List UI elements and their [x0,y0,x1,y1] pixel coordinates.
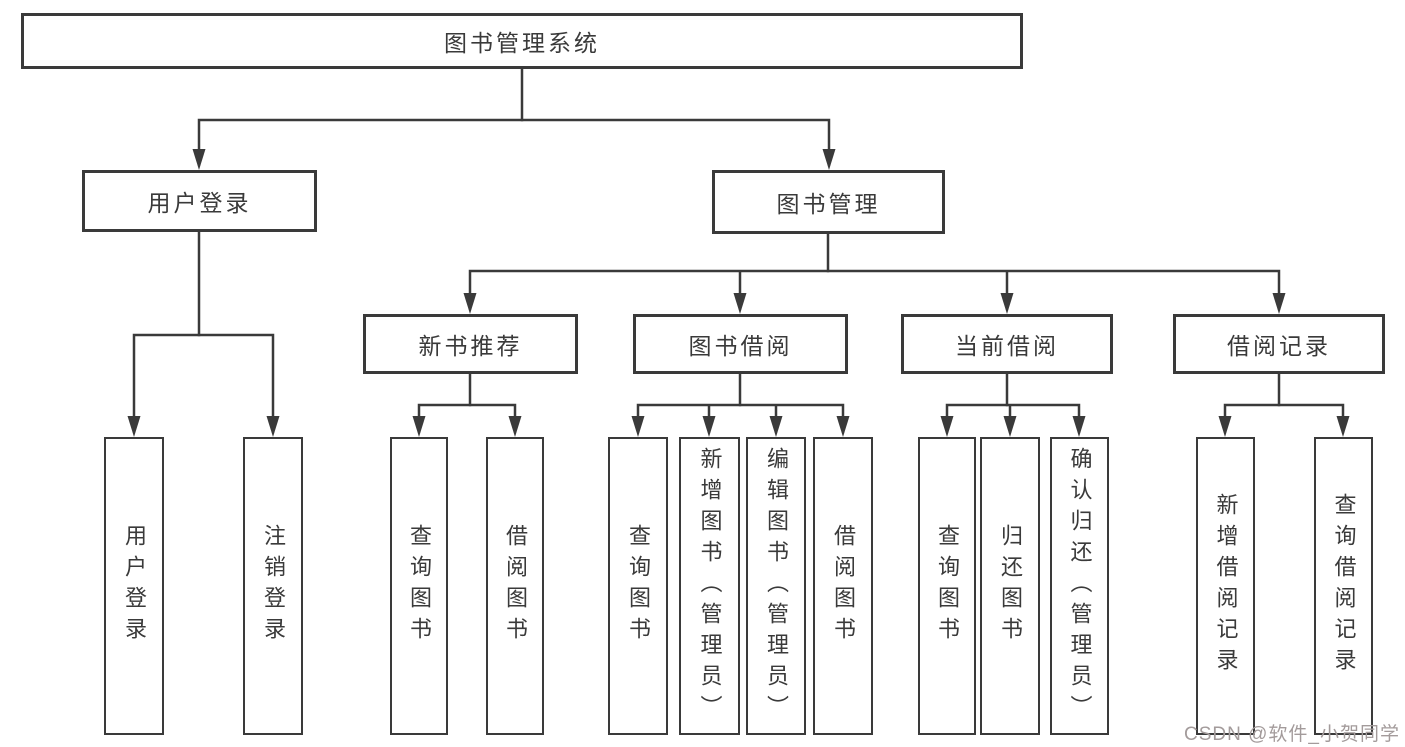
node-borrowing-records-label: 借阅记录 [1227,333,1331,359]
leaf-return-books-label: 归还图书 [998,524,1023,648]
csdn-watermark: CSDN @软件_小贺同学 [1184,724,1400,745]
connector-root-to-level2 [192,69,836,170]
leaf-query-books-recommend: 查询图书 [390,437,448,735]
node-new-book-recommend: 新书推荐 [363,314,578,374]
leaf-add-books-admin-label: 新增图书（管理员） [697,446,723,726]
connector-new-book-to-leaves [412,374,522,437]
leaf-query-books-borrowing: 查询图书 [608,437,668,735]
node-book-management: 图书管理 [712,170,945,234]
leaf-borrow-books-label: 借阅图书 [831,524,856,648]
leaf-confirm-return-admin: 确认归还（管理员） [1050,437,1109,735]
leaf-query-borrow-record-label: 查询借阅记录 [1331,493,1357,679]
node-book-borrowing-label: 图书借阅 [688,333,793,359]
node-current-borrowing: 当前借阅 [901,314,1113,374]
connector-user-login-to-leaves [127,232,280,437]
node-new-book-recommend-label: 新书推荐 [418,333,523,359]
leaf-user-login: 用户登录 [104,437,164,735]
node-root-label: 图书管理系统 [444,30,600,56]
leaf-user-login-label: 用户登录 [122,524,147,648]
node-borrowing-records: 借阅记录 [1173,314,1385,374]
node-current-borrowing-label: 当前借阅 [955,333,1059,359]
node-user-login: 用户登录 [82,170,317,232]
leaf-add-borrow-record: 新增借阅记录 [1196,437,1255,735]
leaf-borrow-books-recommend: 借阅图书 [486,437,544,735]
node-root: 图书管理系统 [21,13,1023,69]
leaf-logout: 注销登录 [243,437,303,735]
leaf-query-books-borrowing-label: 查询图书 [626,524,651,648]
leaf-query-borrow-record: 查询借阅记录 [1314,437,1373,735]
connector-book-mgmt-to-level3 [463,234,1286,314]
leaf-query-books-current: 查询图书 [918,437,976,735]
connector-borrow-records-to-leaves [1218,374,1350,437]
leaf-return-books: 归还图书 [980,437,1040,735]
leaf-logout-label: 注销登录 [261,524,286,648]
leaf-add-books-admin: 新增图书（管理员） [679,437,740,735]
leaf-borrow-books: 借阅图书 [813,437,873,735]
leaf-query-books-recommend-label: 查询图书 [407,524,432,648]
leaf-edit-books-admin-label: 编辑图书（管理员） [764,446,789,726]
connector-current-borrowing-to-leaves [940,374,1086,437]
leaf-add-borrow-record-label: 新增借阅记录 [1213,493,1239,679]
node-book-management-label: 图书管理 [776,191,881,217]
node-user-login-label: 用户登录 [147,190,252,216]
leaf-edit-books-admin: 编辑图书（管理员） [746,437,806,735]
node-book-borrowing: 图书借阅 [633,314,848,374]
leaf-borrow-books-recommend-label: 借阅图书 [503,524,528,648]
leaf-confirm-return-admin-label: 确认归还（管理员） [1067,446,1093,726]
leaf-query-books-current-label: 查询图书 [935,524,960,648]
connector-book-borrowing-to-leaves [631,374,850,437]
